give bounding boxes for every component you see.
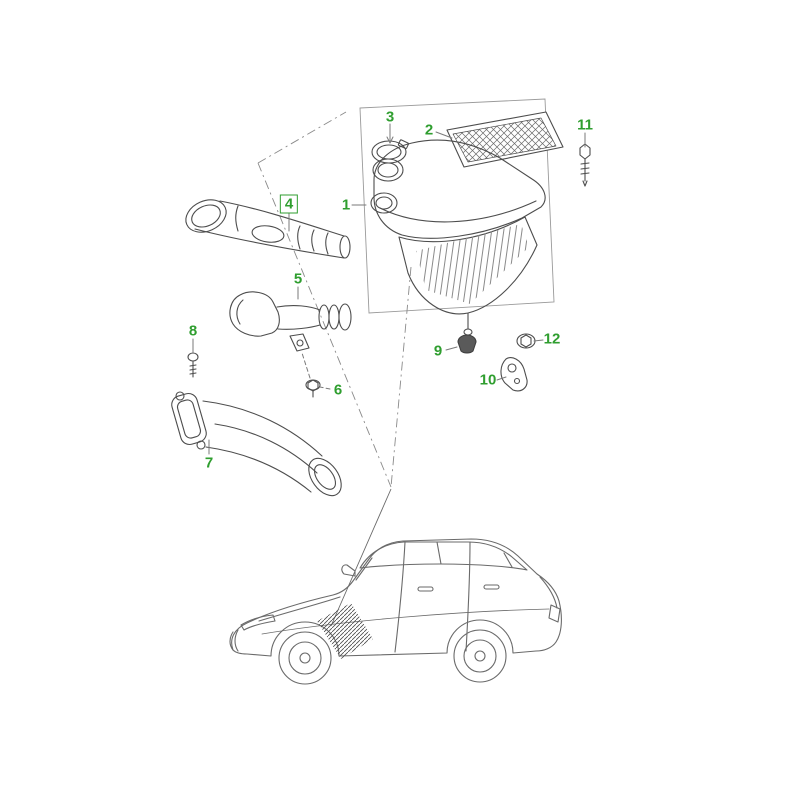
car-grille <box>229 629 239 652</box>
callout-leader-lines <box>192 123 586 455</box>
phantom-lines <box>257 98 555 627</box>
car-rear-door-seam <box>465 541 471 652</box>
part-11-screw <box>579 143 591 187</box>
car-front-wheel <box>278 631 332 685</box>
car-greenhouse <box>359 541 528 571</box>
part-2-air-filter-element <box>446 111 564 168</box>
car-taillight <box>548 604 561 623</box>
car-door-handle <box>483 584 500 590</box>
engine-bay-highlight <box>317 603 373 659</box>
vehicle-outline <box>229 538 562 685</box>
car-hood-seam <box>258 596 341 622</box>
part-12-bolt <box>516 333 536 349</box>
callout-10: 10 <box>479 371 497 389</box>
car-front-door-seam <box>394 541 406 653</box>
car-headlight <box>240 614 276 631</box>
callout-12: 12 <box>543 330 561 348</box>
callout-9: 9 <box>433 342 443 360</box>
part-6-bolt <box>305 379 321 398</box>
part-1-air-cleaner-housing <box>370 139 546 336</box>
callout-7: 7 <box>204 454 214 472</box>
part-4-intake-hose <box>185 199 351 259</box>
car-character-line <box>261 608 550 635</box>
car-trunk-seam <box>539 576 558 609</box>
callout-3: 3 <box>385 108 395 126</box>
callout-8: 8 <box>188 322 198 340</box>
callout-4: 4 <box>279 194 299 214</box>
callout-1: 1 <box>341 196 351 214</box>
callout-11: 11 <box>577 116 593 134</box>
part-5-resonator <box>229 291 352 352</box>
part-7-air-intake-duct <box>171 391 342 497</box>
part-9-grommet <box>457 334 477 354</box>
part-8-screw <box>187 352 199 378</box>
assembly-boundary-box <box>359 98 555 314</box>
vehicle-location-leader <box>330 488 392 627</box>
car-mirror <box>341 564 356 577</box>
callout-2: 2 <box>424 121 434 139</box>
car-door-handle <box>417 586 434 592</box>
part-10-mounting-bracket <box>500 357 528 392</box>
callout-5: 5 <box>293 270 303 288</box>
car-rear-wheel <box>453 629 507 683</box>
car-body <box>231 538 562 657</box>
callout-6: 6 <box>333 381 343 399</box>
